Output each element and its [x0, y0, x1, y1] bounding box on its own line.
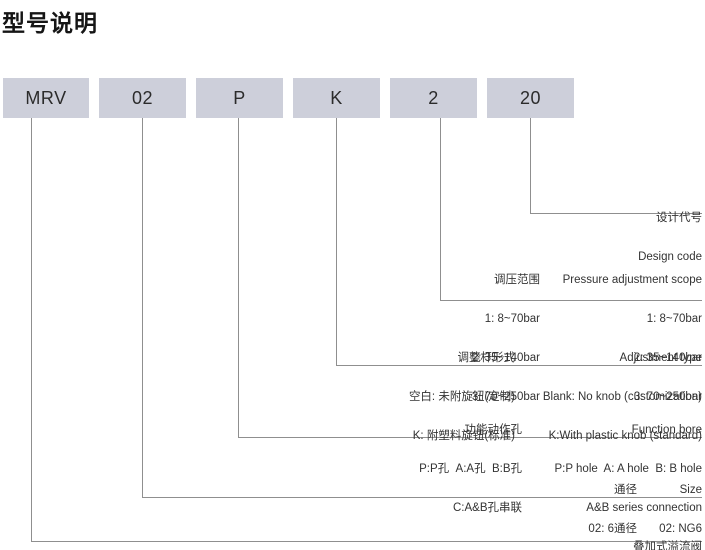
code-box-size: 02 [99, 78, 186, 118]
legend-row: K: 附塑料旋钮(标准) [412, 430, 515, 442]
code-box-label: 02 [131, 87, 154, 108]
legend-row: 3: 70~250bar [471, 391, 540, 403]
code-box-label: P [233, 87, 246, 108]
code-box-label: MRV [25, 87, 67, 108]
underline-design-code [530, 213, 702, 214]
connector-vline-size [142, 118, 143, 498]
code-box-mrv: MRV [3, 78, 89, 118]
function-bore-labels-en: Function bore P:P hole A: A hole B: B ho… [555, 398, 702, 541]
code-box-label: 2 [428, 87, 439, 108]
legend-row: P:P hole A: A hole B: B hole [554, 463, 702, 475]
legend-row: 2: 35~140bar [633, 352, 702, 364]
legend-row: 2: 35~140bar [471, 352, 540, 364]
code-box-design-code: 20 [487, 78, 574, 118]
legend-row: 设计代号 [656, 212, 702, 224]
code-box-label: 20 [519, 87, 542, 108]
function-bore-labels-zh: 功能动作孔 P:P孔 A:A孔 B:B孔 C:A&B孔串联 [419, 398, 522, 541]
legend-row: A&B series connection [586, 502, 702, 514]
adjustment-labels-en: Adjustment type Blank: No knob (customiz… [543, 326, 702, 469]
product-name-labels: 叠加式溢流阀 Modular relief valves [597, 515, 702, 550]
legend-row: 1: 8~70bar [484, 313, 540, 325]
underline-product [31, 541, 702, 542]
legend-row: K:With plastic knob (standard) [548, 430, 702, 442]
legend-row: 3: 70~250bar [633, 391, 702, 403]
code-box-pressure: 2 [390, 78, 477, 118]
legend-row: Pressure adjustment scope [562, 274, 702, 286]
page-title: 型号说明 [2, 10, 98, 36]
legend-row: 02: 6通径 [588, 523, 637, 535]
connector-vline-pressure [440, 118, 441, 300]
connector-vline-adjustment [336, 118, 337, 365]
design-code-labels: 设计代号 Design code [638, 186, 702, 290]
pressure-labels-zh: 调压范围 1: 8~70bar 2: 35~140bar 3: 70~250ba… [472, 248, 540, 430]
legend-row: C:A&B孔串联 [452, 502, 522, 514]
legend-row: Blank: No knob (customization) [542, 391, 702, 403]
size-labels-en: Size 02: NG6 03: NG10 [653, 458, 702, 550]
legend-row: 叠加式溢流阀 [633, 541, 702, 550]
connector-vline-mrv [31, 118, 32, 542]
underline-function-bore [238, 437, 702, 438]
legend-row: 空白: 未附旋钮(定制) [408, 391, 515, 403]
legend-row: 通径 [614, 484, 637, 496]
legend-row: 功能动作孔 [464, 424, 523, 436]
code-box-label: K [330, 87, 343, 108]
connector-vline-design-code [530, 118, 531, 213]
underline-size [142, 497, 702, 498]
underline-adjustment [336, 365, 702, 366]
legend-row: Size [679, 484, 702, 496]
legend-row: Design code [638, 251, 702, 263]
code-box-function-bore: P [196, 78, 283, 118]
legend-row: 1: 8~70bar [646, 313, 702, 325]
legend-row: 02: NG6 [659, 523, 702, 535]
pressure-labels-en: Pressure adjustment scope 1: 8~70bar 2: … [563, 248, 702, 430]
legend-row: Adjustment type [619, 352, 702, 364]
connector-vline-function-bore [238, 118, 239, 437]
adjustment-labels-zh: 调整杆形式 空白: 未附旋钮(定制) K: 附塑料旋钮(标准) [409, 326, 515, 469]
legend-row: Function bore [631, 424, 702, 436]
legend-row: 调压范围 [494, 274, 540, 286]
code-box-adjustment: K [293, 78, 380, 118]
legend-row: P:P孔 A:A孔 B:B孔 [419, 463, 522, 475]
underline-pressure [440, 300, 702, 301]
size-labels-zh: 通径 02: 6通径 03: 10通径 [582, 458, 637, 550]
legend-row: 调整杆形式 [457, 352, 516, 364]
